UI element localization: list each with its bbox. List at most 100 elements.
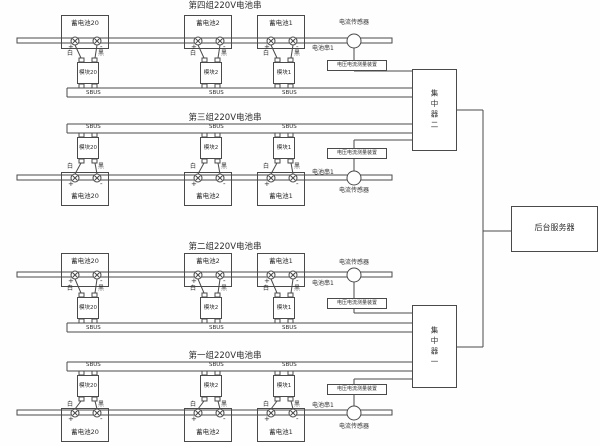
sbus-label: SBUS (86, 325, 101, 331)
module-tab (91, 83, 98, 89)
terminal-positive-sign: + (191, 277, 197, 285)
terminal-cross (72, 410, 78, 416)
terminal-cross (94, 38, 100, 44)
module-box (77, 297, 99, 319)
terminal-cross (195, 272, 201, 278)
battery-box (61, 408, 109, 442)
battery-box (257, 172, 305, 206)
wire-label-white: 白 (67, 50, 74, 57)
module-tab (201, 158, 208, 164)
module-label: 模块2 (203, 70, 219, 76)
concentrator-1-label: 集中器一 (430, 325, 439, 368)
module-tab (78, 318, 85, 324)
sbus-label: SBUS (282, 124, 297, 130)
battery-string-label: 电池串1 (312, 402, 334, 409)
terminal-cross (217, 175, 223, 181)
module-tab (214, 396, 221, 402)
wire-label-white: 白 (263, 50, 270, 57)
terminal-negative-sign: - (296, 180, 299, 188)
section-title: 第二组220V电池串 (188, 242, 262, 252)
terminal-negative-sign: - (223, 415, 226, 423)
module-tab (287, 158, 294, 164)
terminal-positive-sign: + (191, 43, 197, 51)
terminal-negative-sign: - (296, 415, 299, 423)
module-box (200, 137, 222, 159)
module-tab (274, 83, 281, 89)
terminal-cross (94, 410, 100, 416)
terminal-cross (268, 410, 274, 416)
terminal-cross (195, 175, 201, 181)
module-tab (214, 83, 221, 89)
measure-device-box (327, 60, 387, 71)
terminal-negative-sign: - (100, 415, 103, 423)
module-tab (201, 318, 208, 324)
module-tab (287, 396, 294, 402)
wire-label-black: 黑 (294, 163, 301, 170)
battery-box (257, 253, 305, 287)
battery-label: 蓄电池20 (71, 428, 99, 436)
terminal-wire (270, 400, 278, 410)
backend-server-box: 后台服务器 (511, 206, 598, 252)
battery-label: 蓄电池20 (71, 192, 99, 200)
terminal-positive-sign: + (191, 180, 197, 188)
terminal-wire (197, 44, 205, 59)
module-box (77, 62, 99, 84)
current-sensor-label: 电流传感器 (339, 19, 370, 26)
wire-label-white: 白 (190, 401, 197, 408)
sbus-label: SBUS (209, 325, 224, 331)
module-label: 模块20 (79, 383, 97, 389)
wire-label-black: 黑 (221, 401, 228, 408)
measure-device-label: 电压电流测量装置 (336, 149, 377, 156)
terminal-wire (270, 44, 278, 59)
module-box (200, 375, 222, 397)
sbus-label: SBUS (209, 362, 224, 368)
terminal-negative-sign: - (223, 277, 226, 285)
measure-device-label: 电压电流测量装置 (336, 385, 377, 392)
module-label: 模块20 (79, 70, 97, 76)
concentrator-2-box: 集中器二 (412, 69, 457, 151)
busbar (16, 409, 393, 416)
sbus-label: SBUS (282, 90, 297, 96)
module-label: 模块20 (79, 145, 97, 151)
battery-box (184, 253, 232, 287)
wire-label-black: 黑 (221, 285, 228, 292)
terminal-positive-sign: + (68, 43, 74, 51)
wire-label-black: 黑 (294, 401, 301, 408)
battery-label: 蓄电池1 (269, 19, 293, 27)
terminal-wire (74, 400, 82, 410)
sbus-label: SBUS (86, 362, 101, 368)
terminal-negative-sign: - (296, 277, 299, 285)
backend-server-label: 后台服务器 (534, 223, 575, 232)
module-tab (214, 158, 221, 164)
measure-device-box (327, 148, 387, 159)
module-tab (78, 158, 85, 164)
terminal-cross (217, 38, 223, 44)
sbus-label: SBUS (86, 90, 101, 96)
concentrator-2-label: 集中器二 (430, 89, 439, 131)
terminal-cross (217, 272, 223, 278)
battery-box (257, 15, 305, 49)
module-box (273, 297, 295, 319)
wire-label-white: 白 (190, 163, 197, 170)
section-title: 第一组220V电池串 (188, 351, 262, 361)
module-tab (201, 396, 208, 402)
battery-string-label: 电池串1 (312, 45, 334, 52)
module-tab (91, 318, 98, 324)
terminal-wire (94, 44, 98, 59)
wire-label-white: 白 (190, 50, 197, 57)
sbus-label: SBUS (209, 124, 224, 130)
current-sensor-label: 电流传感器 (339, 187, 370, 194)
terminal-cross (290, 410, 296, 416)
terminal-negative-sign: - (223, 180, 226, 188)
battery-label: 蓄电池1 (269, 428, 293, 436)
terminal-cross (290, 272, 296, 278)
battery-box (61, 253, 109, 287)
battery-box (61, 15, 109, 49)
module-tab (78, 83, 85, 89)
module-box (77, 375, 99, 397)
busbar (16, 37, 393, 44)
battery-label: 蓄电池1 (269, 257, 293, 265)
section-title: 第三组220V电池串 (188, 113, 262, 123)
battery-string-label: 电池串1 (312, 280, 334, 287)
terminal-cross (195, 410, 201, 416)
